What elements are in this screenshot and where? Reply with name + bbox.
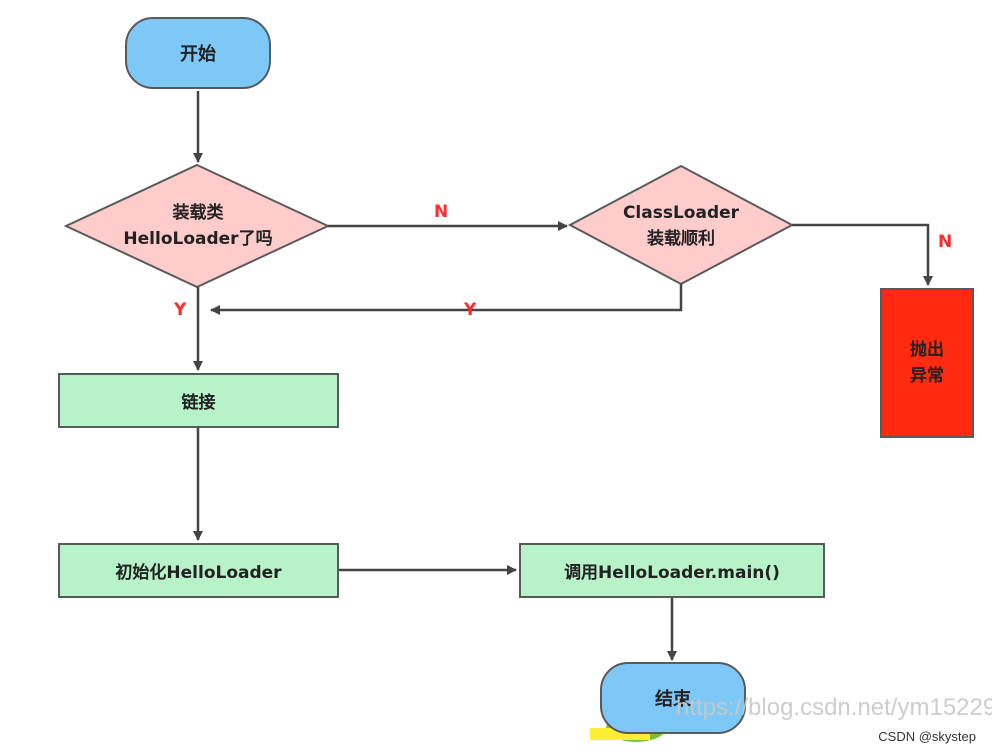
- decision-classloader-line1: ClassLoader: [622, 203, 740, 223]
- link-node: 链接: [58, 373, 339, 428]
- decision-classloader-label: ClassLoader 装载顺利: [598, 200, 764, 252]
- end-node: 结束: [600, 662, 746, 734]
- init-label: 初始化HelloLoader: [115, 563, 282, 583]
- throw-line1: 抛出: [910, 340, 944, 360]
- edge-classloader-yes: [210, 284, 683, 315]
- invoke-main-node: 调用HelloLoader.main(): [519, 543, 825, 598]
- decision-loaded-label: 装载类 HelloLoader了吗: [100, 200, 296, 252]
- throw-exception-node: 抛出 异常: [880, 288, 974, 438]
- invoke-main-label: 调用HelloLoader.main(): [564, 563, 780, 583]
- label-y-from-check: Y: [174, 300, 187, 320]
- label-y-from-classloader: Y: [464, 300, 477, 320]
- credit-text: CSDN @skystep: [878, 729, 976, 744]
- edge-classloader-to-throw: [792, 223, 933, 286]
- decision-loaded-line2: HelloLoader了吗: [123, 229, 273, 249]
- start-node: 开始: [125, 17, 271, 89]
- end-label: 结束: [655, 689, 691, 710]
- label-n-to-classloader: N: [434, 202, 449, 222]
- watermark-text: https://blog.csdn.net/ym15229: [676, 694, 992, 721]
- label-n-to-throw: N: [938, 232, 953, 252]
- init-node: 初始化HelloLoader: [58, 543, 339, 598]
- start-label: 开始: [180, 44, 216, 65]
- decision-loaded-line1: 装载类: [172, 203, 224, 223]
- throw-line2: 异常: [910, 366, 944, 386]
- decision-classloader-line2: 装载顺利: [647, 229, 715, 249]
- link-label: 链接: [181, 393, 216, 413]
